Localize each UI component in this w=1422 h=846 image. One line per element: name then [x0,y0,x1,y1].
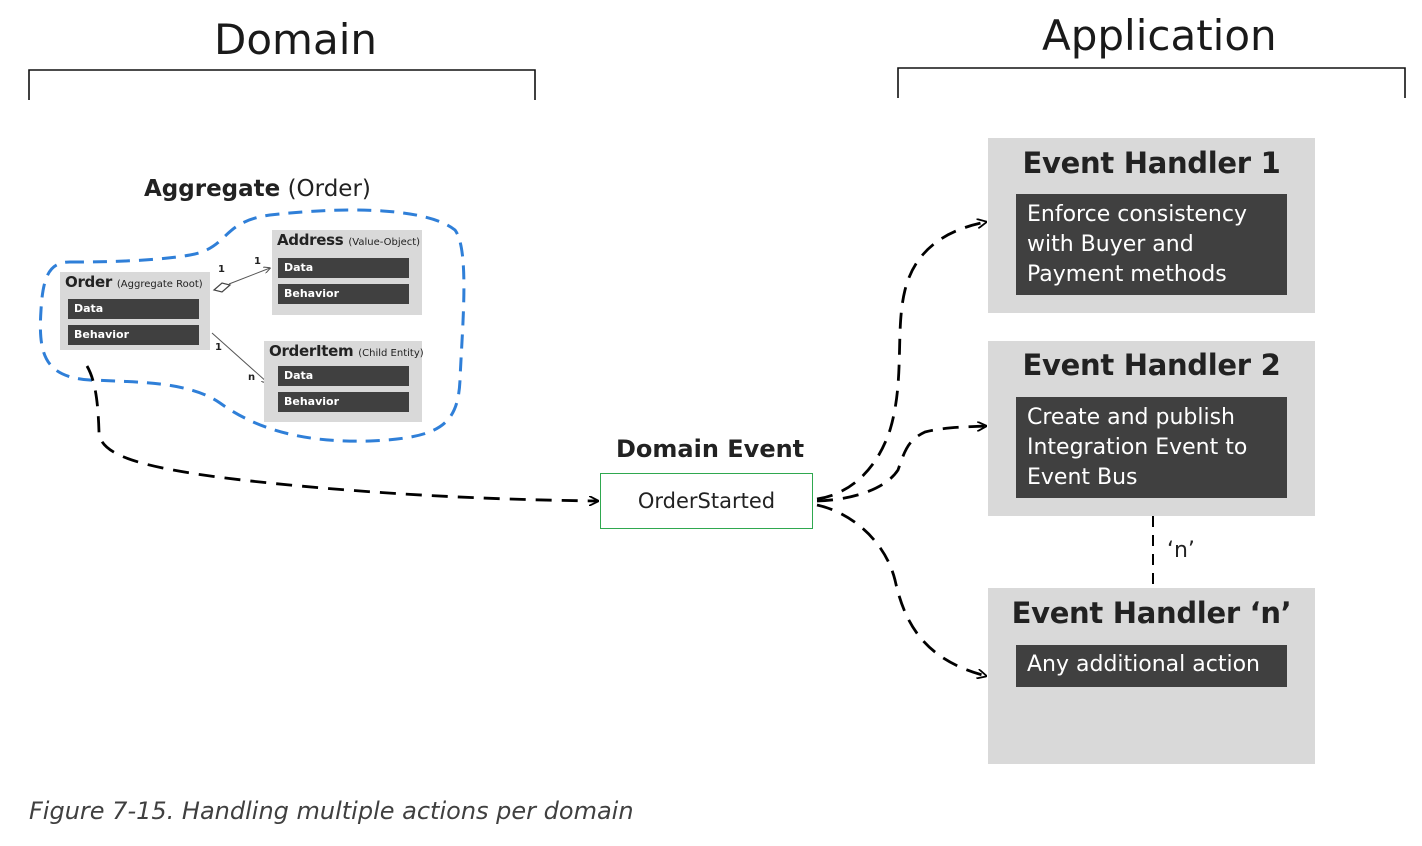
order-orderitem-association [211,332,268,383]
aggregation-diamond [212,282,232,293]
address-name: Address [277,231,344,249]
multiplicity-order-address: 1 [218,264,225,275]
order-stereotype: (Aggregate Root) [116,279,203,290]
event-handler-2-action: Create and publish Integration Event to … [1016,397,1287,498]
address-class-box: Address (Value-Object) Data Behavior [272,230,422,315]
aggregate-boundary [38,208,466,443]
event-handler-2: Event Handler 2 Create and publish Integ… [988,341,1315,516]
order-data-bar: Data [68,299,199,319]
event-handler-2-title: Event Handler 2 [1022,348,1281,382]
multiplicity-item-n: n [248,372,256,383]
event-handler-n: Event Handler ‘n’ Any additional action [988,588,1315,764]
event-to-handler-n-arrow [816,503,986,676]
address-behavior-bar: Behavior [278,284,409,304]
domain-title: Domain [214,15,377,64]
orderitem-name: OrderItem [269,342,354,360]
event-handler-n-action: Any additional action [1016,645,1287,687]
application-title: Application [1042,11,1277,60]
application-brace [897,67,1406,98]
orderitem-behavior-bar: Behavior [278,392,409,412]
aggregate-title-rest: (Order) [287,176,371,202]
n-connector-label: ‘n’ [1167,538,1195,563]
domain-event-title: Domain Event [616,435,805,463]
order-class-name: Order (Aggregate Root) [65,273,203,291]
figure-caption: Figure 7-15. Handling multiple actions p… [29,797,634,825]
order-address-aggregation [228,268,270,285]
multiplicity-order-item: 1 [215,342,222,353]
aggregate-title: Aggregate (Order) [144,176,371,202]
multiplicity-address: 1 [254,256,261,267]
event-handler-1-action: Enforce consistency with Buyer and Payme… [1016,194,1287,295]
aggregate-to-event-arrow [85,365,598,501]
aggregate-title-bold: Aggregate [144,176,281,202]
order-name: Order [65,273,112,291]
event-handler-n-title: Event Handler ‘n’ [1011,596,1292,630]
address-class-name: Address (Value-Object) [277,231,420,249]
order-behavior-bar: Behavior [68,325,199,345]
event-handler-1-title: Event Handler 1 [1022,146,1281,180]
event-handler-1: Event Handler 1 Enforce consistency with… [988,138,1315,313]
orderitem-stereotype: (Child Entity) [358,348,424,359]
orderitem-class-box: OrderItem (Child Entity) Data Behavior [264,341,424,422]
orderitem-class-name: OrderItem (Child Entity) [269,342,424,360]
orderitem-data-bar: Data [278,366,409,386]
address-stereotype: (Value-Object) [348,237,421,248]
order-class-box: Order (Aggregate Root) Data Behavior [60,272,210,350]
domain-event-box: OrderStarted [600,473,813,529]
domain-brace [28,69,536,100]
event-to-handler-2-arrow [816,426,986,503]
address-data-bar: Data [278,258,409,278]
event-to-handler-1-arrow [816,222,986,501]
